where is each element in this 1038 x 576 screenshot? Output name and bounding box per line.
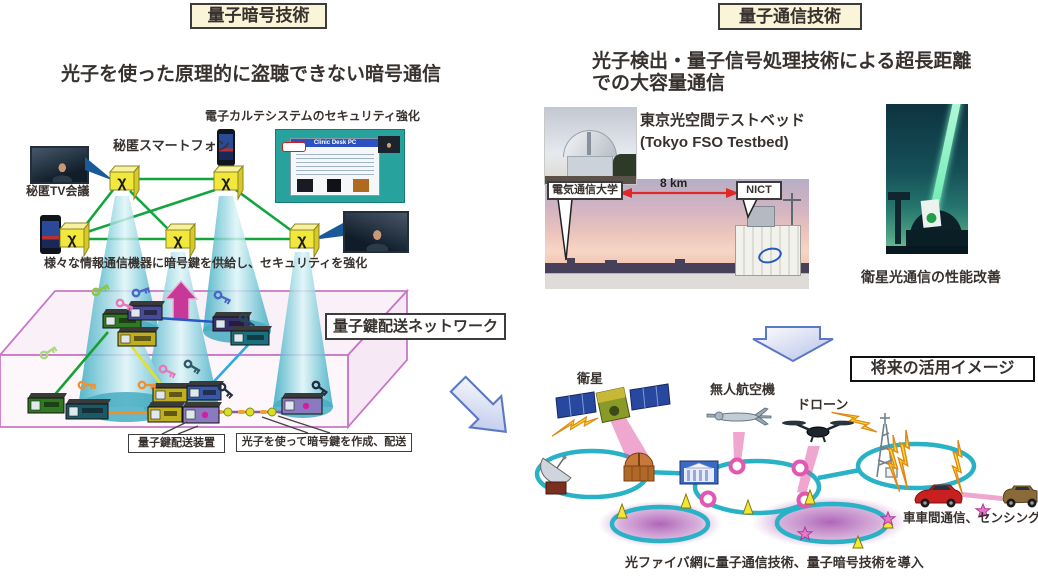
testbed-title-en: (Tokyo FSO Testbed) [640,134,789,151]
uec-dome-inset-photo [544,107,637,185]
qkd-device-unit [230,326,272,346]
tv-conference-photo-right [343,211,409,253]
drone-label: ドローン [797,397,849,412]
ground-silhouette [886,246,968,254]
webcam-inset [378,136,400,153]
smartphone-screen [219,134,233,160]
annotation-callout [282,142,306,152]
qkd-network-label: 量子鍵配送ネットワーク [325,313,506,340]
uec-site-bubble: 電気通信大学 [547,181,623,200]
qkd-node-a: χ [108,164,141,201]
svg-text:χ: χ [297,232,307,249]
photon-key-callout: 光子を使って暗号鍵を作成、配送 [236,433,412,452]
tv-conference-photo [30,146,89,184]
left-subtitle: 光子を使った原理的に盗聴できない暗号通信 [61,64,442,85]
transition-arrow-southeast [449,375,507,433]
skyline-building-3 [675,259,685,264]
callout-pointers [161,415,331,435]
building-icon [679,460,719,485]
antenna-mast [791,193,793,225]
nict-site-bubble: NICT [736,181,782,200]
distance-arrow [619,188,739,198]
photon-pulses [216,407,277,417]
satellite-label: 衛星 [577,371,604,386]
qkd-node-icons: χ χ χ χ [58,164,321,259]
satellite-icon [555,383,671,424]
medical-records-screenshot: Clinic Desk PC [275,129,405,203]
ehr-window-titlebar: Clinic Desk PC [291,139,379,147]
fiber-network-caption: 光ファイバ網に量子通信技術、量子暗号技術を導入 [625,555,924,570]
ehr-window: Clinic Desk PC [290,138,380,196]
satellite-dish-icon [540,455,572,495]
uav-label: 無人航空機 [710,382,776,397]
qkd-node-b: χ [212,164,245,201]
ehr-form-lines [296,151,374,177]
future-use-title: 将来の活用イメージ [850,356,1035,382]
qkd-device-unit [117,327,159,347]
qkd-device-unit [65,399,111,420]
optical-beams [610,418,1002,501]
smartphone-photo-top [217,129,235,166]
qkd-device-unit [281,393,325,415]
skyline-building-2 [605,260,617,264]
nict-bubble-tail [742,198,759,220]
skyline-building-1 [567,258,575,264]
nict-container-building [735,225,801,276]
tower-platform [888,192,910,200]
qkd-device-unit [147,402,185,423]
qkd-device-unit [27,393,67,414]
qkd-node-d: χ [164,222,197,259]
rooftop-foreground [545,273,809,289]
uav-icon [706,407,772,426]
suv-icon [1002,485,1038,508]
left-section-title: 量子暗号技術 [190,3,327,29]
observatory-icon [623,452,655,482]
testbed-title-jp: 東京光空間テストベッド [640,112,806,129]
scan-thumbnail [353,179,369,192]
xray-thumbnail-1 [297,179,313,192]
tv-link-connector [85,157,114,181]
smartphone-photo-left [40,215,61,254]
qkd-device-callout: 量子鍵配送装置 [128,434,225,453]
tv2-link-connector [312,223,343,240]
qkd-node-e: χ [288,222,321,259]
svg-text:χ: χ [117,174,127,191]
laser-uplink-photo [886,104,968,254]
qkd-devices [27,301,325,424]
tower-mast [895,200,901,244]
svg-text:χ: χ [67,231,77,248]
secure-smartphone-label: 秘匿スマートフォン [113,138,230,153]
ring-qkd-cones [616,488,894,549]
transition-arrow-down [752,326,834,363]
red-car-icon [914,484,963,508]
right-subtitle-line1: 光子検出・量子信号処理技術による超長距離 [592,51,972,72]
v2v-label: 車車間通信、センシング [903,511,1038,525]
distance-label: 8 km [660,176,688,190]
satellite-comm-caption: 衛星光通信の性能改善 [861,269,1001,285]
city-skyline [545,263,809,273]
drone-icon [782,420,854,443]
ehr-security-label: 電子カルテシステムのセキュリティ強化 [205,109,420,123]
xray-thumbnail-2 [327,179,341,192]
qkd-device-unit [152,383,190,403]
tv-conference-label: 秘匿TV会議 [26,184,90,198]
right-section-title: 量子通信技術 [718,3,862,30]
svg-text:χ: χ [173,232,183,249]
uec-bubble-tail [557,198,573,261]
ground-strip [545,176,636,184]
qkd-device-unit [186,381,224,401]
dome-slit [587,132,591,155]
antenna-crossbar [783,199,801,201]
smartphone-screen [42,221,59,248]
svg-text:χ: χ [221,174,231,191]
qkd-node-c: χ [58,221,91,258]
qkd-device-unit [127,301,165,321]
key-supply-label: 様々な情報通信機器に暗号鍵を供給し、セキュリティを強化 [44,256,368,270]
trees-silhouette [613,154,636,176]
right-subtitle: 光子検出・量子信号処理技術による超長距離 での大容量通信 [592,51,971,95]
right-subtitle-line2: での大容量通信 [592,72,726,94]
qkd-device-unit [182,402,222,424]
